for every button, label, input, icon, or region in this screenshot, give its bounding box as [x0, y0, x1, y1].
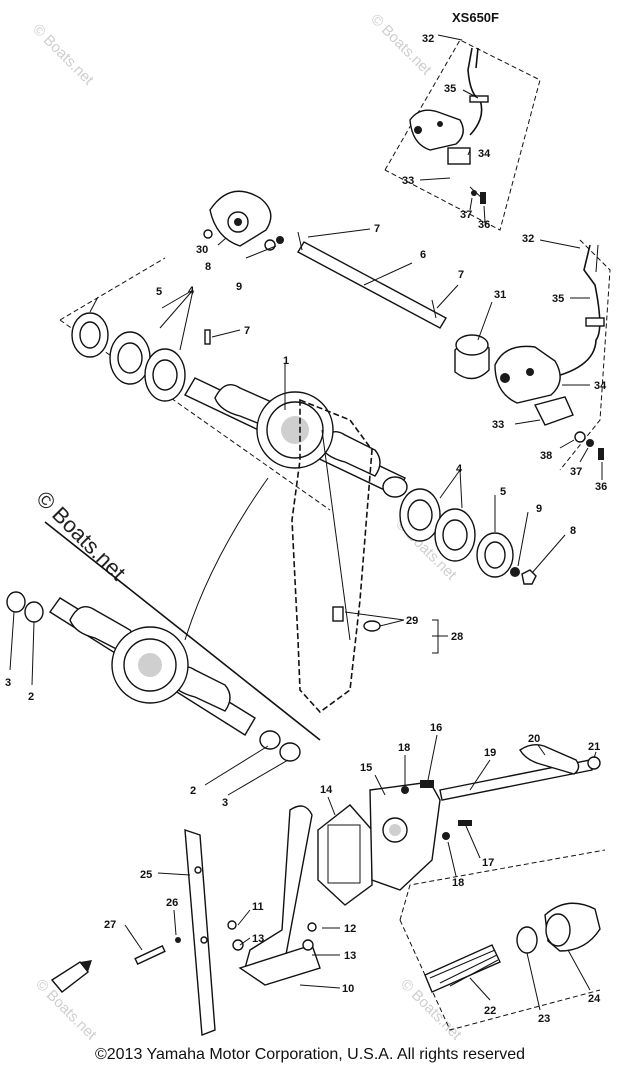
callout-15: 15 — [360, 762, 372, 774]
tensioner-assembly — [317, 743, 601, 906]
callout-26: 26 — [166, 897, 178, 909]
callout-37: 37 — [570, 466, 582, 478]
callout-34: 34 — [594, 380, 607, 392]
callout-11: 11 — [252, 901, 264, 913]
callout-13: 13 — [252, 933, 264, 945]
callout-36: 36 — [595, 481, 607, 493]
callout-30: 30 — [196, 244, 208, 256]
callout-5: 5 — [156, 286, 162, 298]
model-label: XS650F — [452, 10, 499, 25]
callout-36: 36 — [478, 219, 490, 231]
cam-chain-part — [291, 398, 373, 714]
callout-1: 1 — [283, 355, 289, 367]
chain-pins — [332, 606, 381, 632]
callout-34: 34 — [478, 148, 491, 160]
callout-21: 21 — [588, 741, 600, 753]
callout-32: 32 — [422, 33, 434, 45]
callout-20: 20 — [528, 733, 540, 745]
right-bearings — [399, 488, 537, 585]
watermark-text: © Boats.net — [31, 486, 130, 585]
callout-17: 17 — [482, 857, 494, 869]
callout-8: 8 — [205, 261, 211, 273]
callout-7: 7 — [458, 269, 464, 281]
tensioner-spring-set — [399, 849, 606, 1031]
copyright-notice: ©2013 Yamaha Motor Corporation, U.S.A. A… — [94, 1046, 526, 1063]
callout-28: 28 — [451, 631, 463, 643]
callout-8: 8 — [570, 525, 576, 537]
callout-29: 29 — [406, 615, 418, 627]
callout-4: 4 — [188, 285, 195, 297]
breaker-plate-part — [203, 190, 272, 247]
callout-38: 38 — [540, 450, 552, 462]
callout-6: 6 — [420, 249, 426, 261]
callout-16: 16 — [430, 722, 442, 734]
camshaft-part — [184, 377, 408, 498]
callout-2: 2 — [28, 691, 34, 703]
callout-24: 24 — [588, 993, 601, 1005]
callout-23: 23 — [538, 1013, 550, 1025]
callout-14: 14 — [320, 784, 333, 796]
callout-5: 5 — [500, 486, 506, 498]
callout-35: 35 — [444, 83, 456, 95]
callout-2: 2 — [190, 785, 196, 797]
washers-upper — [264, 236, 284, 251]
callout-35: 35 — [552, 293, 564, 305]
callout-18: 18 — [452, 877, 464, 889]
callout-19: 19 — [484, 747, 496, 759]
chain-guides — [134, 805, 321, 1036]
callout-37: 37 — [460, 209, 472, 221]
callout-32: 32 — [522, 233, 534, 245]
callout-33: 33 — [402, 175, 414, 187]
callout-labels: 1 2 2 3 3 4 4 5 5 6 7 7 7 8 8 9 9 10 11 … — [5, 33, 607, 1025]
left-bearings — [71, 312, 211, 402]
callout-25: 25 — [140, 869, 152, 881]
callout-9: 9 — [236, 281, 242, 293]
callout-4: 4 — [456, 463, 463, 475]
callout-3: 3 — [222, 797, 228, 809]
leader-lines — [9, 34, 603, 1011]
callout-7: 7 — [244, 325, 250, 337]
points-switch-assembly — [494, 244, 605, 460]
callout-33: 33 — [492, 419, 504, 431]
callout-9: 9 — [536, 503, 542, 515]
callout-18: 18 — [398, 742, 410, 754]
callout-22: 22 — [484, 1005, 496, 1017]
watermark-text: © Boats.net — [29, 21, 97, 89]
callout-31: 31 — [494, 289, 506, 301]
lower-camshaft-part — [6, 477, 321, 762]
callout-10: 10 — [342, 983, 354, 995]
camshaft-frame — [59, 239, 611, 511]
advancer-shaft-part — [297, 231, 490, 380]
callout-13: 13 — [344, 950, 356, 962]
xs650f-inset: XS650F — [384, 10, 541, 231]
front-arrow-icon — [50, 960, 92, 993]
callout-7: 7 — [374, 223, 380, 235]
callout-12: 12 — [344, 923, 356, 935]
callout-3: 3 — [5, 677, 11, 689]
callout-27: 27 — [104, 919, 116, 931]
